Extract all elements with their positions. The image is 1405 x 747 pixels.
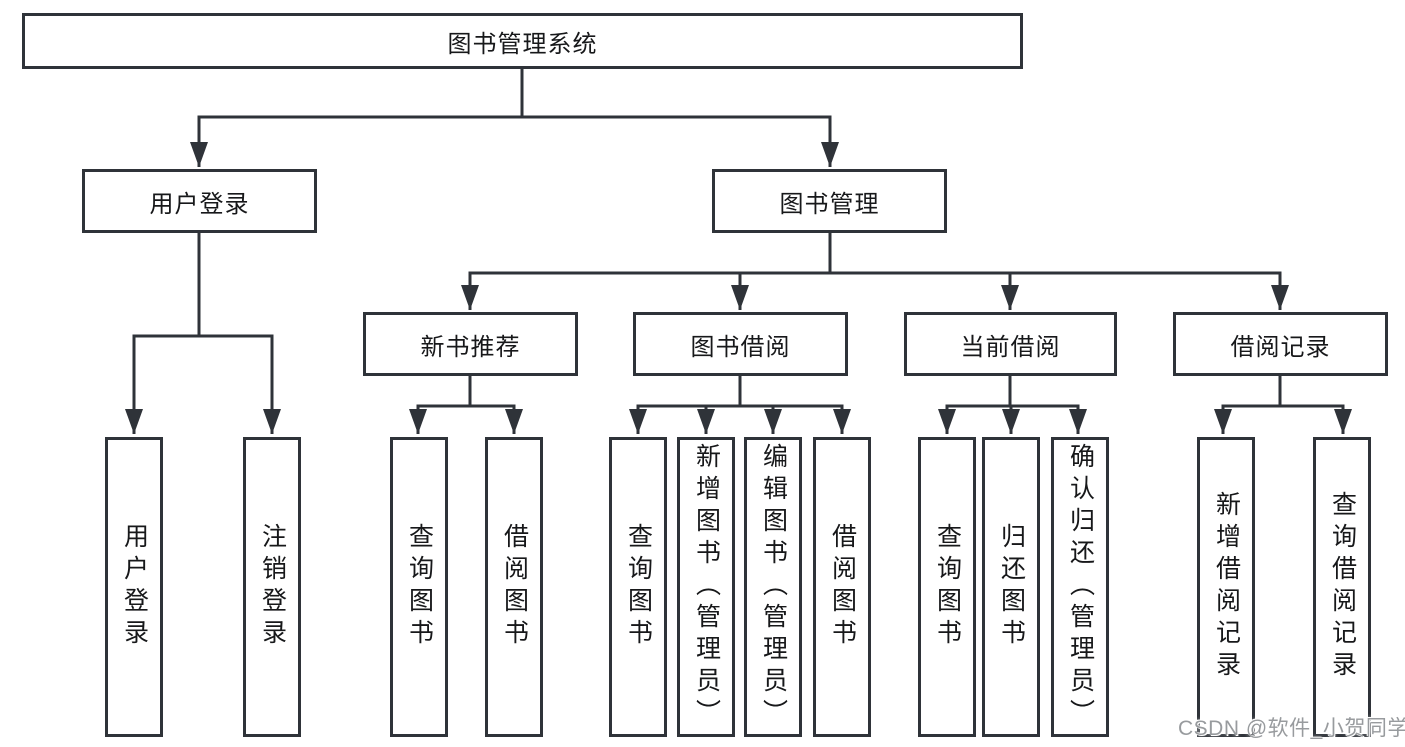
node-borrowing-records: 借阅记录: [1173, 312, 1388, 376]
node-book-borrowing: 图书借阅: [633, 312, 848, 376]
leaf-label: 查询借阅记录: [1328, 491, 1357, 683]
leaf-label: 新增图书（管理员）: [692, 443, 721, 731]
csdn-watermark: CSDN @软件_小贺同学: [1178, 717, 1405, 740]
leaf-label: 确认归还（管理员）: [1066, 443, 1095, 731]
leaf-query-borrow-record: 查询借阅记录: [1313, 437, 1371, 737]
leaf-add-books-admin: 新增图书（管理员）: [677, 437, 735, 737]
leaf-edit-books-admin: 编辑图书（管理员）: [744, 437, 802, 737]
leaf-label: 编辑图书（管理员）: [759, 443, 788, 731]
leaf-query-books-borrowing: 查询图书: [609, 437, 667, 737]
leaf-add-borrow-record: 新增借阅记录: [1197, 437, 1255, 737]
leaf-label: 注销登录: [258, 523, 287, 651]
node-label: 借阅记录: [1230, 333, 1331, 361]
node-new-book-recommend: 新书推荐: [363, 312, 578, 376]
leaf-label: 新增借阅记录: [1212, 491, 1241, 683]
leaf-logout: 注销登录: [243, 437, 301, 737]
connector-arrows: [125, 117, 1352, 434]
node-label: 图书管理系统: [447, 30, 598, 58]
leaf-user-login: 用户登录: [105, 437, 163, 737]
leaf-label: 归还图书: [997, 523, 1026, 651]
node-label: 用户登录: [149, 190, 250, 218]
node-book-management: 图书管理: [712, 169, 947, 233]
leaf-label: 查询图书: [405, 523, 434, 651]
node-label: 图书管理: [779, 190, 880, 218]
leaf-query-books-recommend: 查询图书: [390, 437, 448, 737]
node-current-borrowing: 当前借阅: [904, 312, 1117, 376]
leaf-label: 查询图书: [624, 523, 653, 651]
node-label: 图书借阅: [690, 333, 791, 361]
node-root-system: 图书管理系统: [22, 13, 1023, 69]
leaf-label: 借阅图书: [500, 523, 529, 651]
leaf-label: 查询图书: [933, 523, 962, 651]
node-user-login: 用户登录: [82, 169, 317, 233]
leaf-query-books-current: 查询图书: [918, 437, 976, 737]
node-label: 新书推荐: [420, 333, 521, 361]
leaf-label: 用户登录: [120, 523, 149, 651]
leaf-borrow-books: 借阅图书: [813, 437, 871, 737]
leaf-label: 借阅图书: [828, 523, 857, 651]
leaf-return-books: 归还图书: [982, 437, 1040, 737]
leaf-confirm-return-admin: 确认归还（管理员）: [1051, 437, 1109, 737]
connector-stems-and-bars: [132, 67, 1345, 408]
leaf-borrow-books-recommend: 借阅图书: [485, 437, 543, 737]
node-label: 当前借阅: [960, 333, 1061, 361]
